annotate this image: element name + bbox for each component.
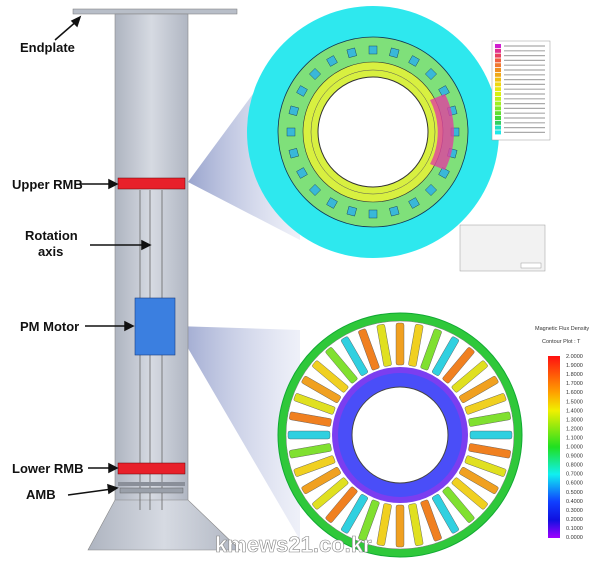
stator-slot <box>341 336 368 376</box>
stator-slot <box>468 411 511 427</box>
flux-legend: Magnetic Flux Density Contour Plot : T 2… <box>535 326 589 541</box>
stator-slot <box>293 455 336 477</box>
label-rotation-axis-1: Rotation <box>25 228 78 243</box>
upper-rmb-shape <box>117 177 186 190</box>
legend-tick: 1.0000 <box>566 445 583 451</box>
stator-slot <box>376 324 392 367</box>
stator-slot <box>325 347 358 384</box>
legend-tick: 0.0000 <box>566 535 583 541</box>
stator-slot <box>358 328 380 371</box>
upper-rmb-fea <box>247 6 551 272</box>
legend-tick: 1.9000 <box>566 363 583 369</box>
legend-tick: 0.5000 <box>566 490 583 496</box>
pm-motor-shape <box>134 297 176 356</box>
endplate-shape <box>72 8 238 15</box>
stator-slot <box>325 486 358 523</box>
lower-motor-fea <box>277 312 523 558</box>
legend-tick: 1.6000 <box>566 390 583 396</box>
legend-tick: 1.4000 <box>566 408 583 414</box>
amb-shape <box>119 487 184 494</box>
label-rotation-axis-2: axis <box>38 244 63 259</box>
stator-slot <box>432 336 459 376</box>
legend-tick: 0.1000 <box>566 526 583 532</box>
stator-slot <box>301 376 341 403</box>
stator-slot <box>301 467 341 494</box>
stator-slot <box>358 499 380 542</box>
stator-slot <box>459 376 499 403</box>
legend-tick: 0.4000 <box>566 499 583 505</box>
stator-slot <box>464 393 507 415</box>
stator-slot <box>287 430 331 440</box>
label-pm-motor: PM Motor <box>20 319 79 334</box>
stator-slot <box>293 393 336 415</box>
legend-subtitle: Contour Plot : T <box>542 339 581 345</box>
stator-slot <box>408 503 424 546</box>
stator-slot <box>289 443 332 459</box>
legend-tick: 0.8000 <box>566 463 583 469</box>
legend-title: Magnetic Flux Density <box>535 326 589 332</box>
lower-projection <box>175 326 300 540</box>
stator-slot <box>459 467 499 494</box>
watermark: kmews21.co.kr <box>215 532 372 557</box>
legend-tick: 1.5000 <box>566 399 583 405</box>
stator-slot <box>289 411 332 427</box>
stator-slot <box>469 430 513 440</box>
legend-tick: 1.2000 <box>566 426 583 432</box>
legend-tick: 1.8000 <box>566 372 583 378</box>
stator-slot <box>312 360 349 393</box>
stator-slot <box>376 503 392 546</box>
stator-slot <box>451 360 488 393</box>
lower-rmb-shape <box>117 462 186 475</box>
stator-slot <box>408 324 424 367</box>
legend-tick: 0.6000 <box>566 481 583 487</box>
stator-slot <box>468 443 511 459</box>
stator-slot <box>420 499 442 542</box>
stator-slot <box>395 322 405 366</box>
stator-slot <box>451 477 488 510</box>
dialog-ok-button[interactable] <box>520 262 542 269</box>
column-assembly <box>72 8 241 551</box>
label-upper-rmb: Upper RMB <box>12 177 83 192</box>
legend-tick: 1.7000 <box>566 381 583 387</box>
column-tube <box>114 13 189 505</box>
label-endplate: Endplate <box>20 40 75 55</box>
label-lower-rmb: Lower RMB <box>12 461 84 476</box>
base-cone <box>87 499 241 551</box>
label-amb: AMB <box>26 487 56 502</box>
legend-tick: 1.1000 <box>566 435 583 441</box>
stator-slot <box>341 494 368 534</box>
legend-tick: 0.2000 <box>566 517 583 523</box>
stator-slot <box>442 486 475 523</box>
legend-tick: 2.0000 <box>566 354 583 360</box>
stator-slot <box>312 477 349 510</box>
legend-tick: 0.7000 <box>566 472 583 478</box>
color-scale-bar <box>548 356 560 538</box>
stator-slot <box>432 494 459 534</box>
stator-slot <box>442 347 475 384</box>
stator-slot <box>395 504 405 548</box>
legend-tick: 1.3000 <box>566 417 583 423</box>
stator-slot <box>464 455 507 477</box>
upper-legend-box <box>491 40 551 141</box>
legend-tick: 0.3000 <box>566 508 583 514</box>
legend-tick: 0.9000 <box>566 454 583 460</box>
stator-slot <box>420 328 442 371</box>
